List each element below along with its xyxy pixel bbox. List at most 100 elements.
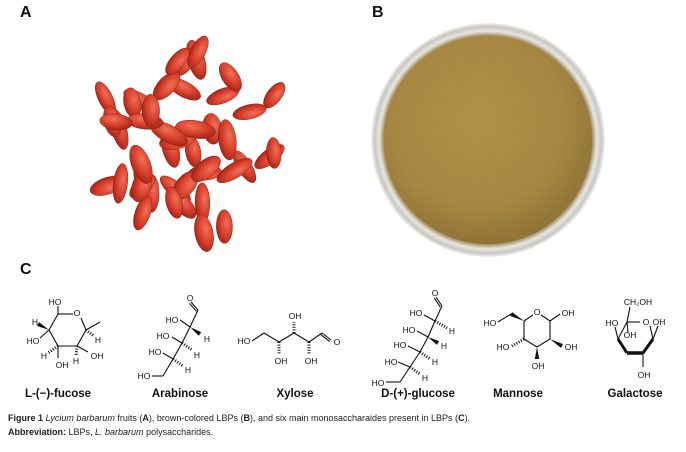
bond	[497, 313, 512, 323]
atom-label: HO	[157, 331, 170, 341]
hashed-bond	[419, 350, 431, 361]
caption-segment: LBPs,	[66, 427, 96, 437]
bond	[536, 338, 551, 348]
atom-label: OH	[638, 370, 651, 380]
panel-label-a: A	[20, 4, 32, 21]
atom-label: O	[432, 288, 439, 298]
caption-segment: polysaccharides.	[143, 427, 214, 437]
molecule-name: Mannose	[493, 388, 543, 400]
goji-berry	[218, 62, 242, 92]
hashed-bond	[434, 319, 448, 330]
bond	[321, 332, 332, 341]
atom-label: HO	[49, 297, 62, 307]
goji-berry	[175, 119, 216, 139]
caption-segment: C	[458, 413, 465, 423]
bond	[652, 325, 659, 340]
atom-label: HO	[403, 325, 416, 335]
wedge-bond	[509, 312, 524, 321]
bond	[434, 305, 443, 322]
panel-label-b: B	[372, 4, 384, 21]
atom-label: H	[449, 326, 455, 336]
molecule-name: L-(−)-fucose	[24, 388, 92, 400]
caption-segment: Figure 1	[8, 413, 46, 423]
bond	[617, 321, 628, 340]
bond	[641, 338, 655, 354]
atom-label: HO	[385, 357, 398, 367]
bond	[162, 358, 174, 377]
molecule-name: Galactose	[607, 388, 663, 400]
caption-segment: B	[243, 413, 250, 423]
bond	[190, 301, 199, 311]
bond	[626, 306, 631, 323]
goji-berry	[141, 94, 160, 128]
wedge-bond	[550, 339, 564, 348]
bond	[76, 345, 89, 353]
atom-label: H	[185, 365, 191, 375]
goji-berry	[99, 113, 133, 131]
goji-berry	[133, 195, 153, 231]
atom-label: H	[194, 350, 200, 360]
bond	[399, 366, 411, 383]
caption-segment: Lycium barbarum	[45, 413, 115, 423]
atom-label: OH	[56, 360, 69, 370]
hashed-bond	[47, 344, 59, 355]
photos	[89, 23, 605, 257]
bond	[433, 297, 441, 308]
caption-segment: ).	[464, 413, 471, 423]
bond	[85, 321, 101, 331]
bond	[251, 332, 265, 342]
bond	[181, 326, 191, 344]
bond	[435, 296, 443, 307]
bond	[549, 313, 561, 322]
panel-label-c: C	[20, 261, 32, 278]
atom-label: HO	[138, 371, 151, 381]
atom-label: H	[204, 334, 210, 344]
bond	[626, 321, 629, 334]
atom-label: HO	[484, 318, 497, 328]
atom-label: OH	[565, 342, 578, 352]
goji-berry	[165, 186, 183, 219]
atom-label: HO	[149, 347, 162, 357]
hashed-bond	[172, 357, 184, 368]
bond	[189, 302, 197, 312]
goji-berries-photo	[89, 35, 286, 252]
goji-berry	[218, 119, 237, 161]
atom-label: HO	[238, 336, 251, 346]
goji-berry	[216, 158, 253, 183]
wedge-bond	[36, 322, 49, 330]
goji-berry	[216, 209, 233, 244]
goji-berry	[266, 137, 282, 169]
atom-label: OH	[305, 356, 318, 366]
hashed-bond	[409, 365, 421, 376]
bond	[320, 334, 331, 343]
bond	[189, 309, 199, 328]
bond	[397, 361, 411, 368]
bond	[162, 352, 174, 360]
caption-segment: Abbreviation:	[8, 427, 67, 437]
bond	[308, 332, 323, 343]
wedge-bond	[534, 347, 540, 359]
wedge-bond	[190, 327, 202, 336]
atom-label: HO	[27, 336, 40, 346]
atom-label: OH	[562, 308, 575, 318]
atom-label: HO	[394, 340, 407, 350]
atom-label: HO	[166, 315, 179, 325]
goji-berry	[129, 144, 153, 184]
bond	[540, 314, 551, 322]
atom-label: OH	[653, 317, 666, 327]
bond	[427, 320, 436, 338]
atom-label: H	[441, 341, 447, 351]
molecule-name: Xylose	[276, 388, 314, 400]
wedge-bond	[428, 337, 440, 345]
bond	[278, 332, 295, 343]
atom-label: H	[95, 335, 101, 345]
bond	[48, 329, 59, 347]
atom-label: HO	[410, 308, 423, 318]
atom-label: CH₂OH	[624, 297, 652, 307]
atom-label: OH	[91, 351, 104, 361]
atom-label: O	[534, 307, 541, 317]
goji-berry	[165, 47, 190, 75]
bond	[293, 332, 310, 343]
bond	[171, 336, 183, 344]
